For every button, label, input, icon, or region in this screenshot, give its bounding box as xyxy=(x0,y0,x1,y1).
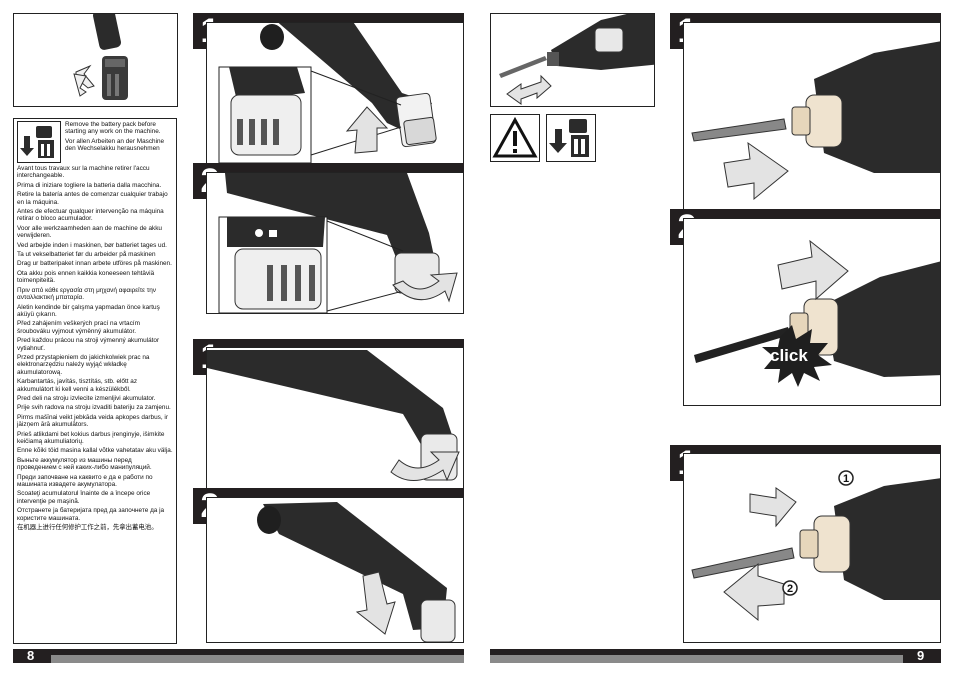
step-bar xyxy=(193,339,464,348)
tool-head-illustration xyxy=(791,41,940,173)
lock-icon xyxy=(269,230,277,237)
warning-line-no: Ta ut vekselbatteriet før du arbeider på… xyxy=(17,251,156,259)
arrow-badge-label: 1 xyxy=(843,473,849,485)
battery-detail-inset xyxy=(218,66,402,163)
tool-head-illustration xyxy=(799,478,940,600)
battery-warning-panel: Remove the battery pack before starting … xyxy=(13,118,177,644)
warning-line-lv: Pirms mašīnai veikt jebkāda veida apkope… xyxy=(17,413,168,429)
click-label: click xyxy=(770,346,808,365)
warning-line-nl: Voor alle werkzaamheden aan de machine d… xyxy=(17,224,162,240)
down-arrow-icon xyxy=(355,571,396,635)
step-bar xyxy=(193,163,464,172)
warning-triangle-icon xyxy=(490,114,540,162)
step-bar xyxy=(670,13,941,22)
left-arrow-icon xyxy=(749,487,797,528)
right-footer-strip xyxy=(490,649,903,655)
warning-line-lt: Prieš atlikdami bet kokius darbus įrengi… xyxy=(17,430,165,445)
warning-line-en: Remove the battery pack before starting … xyxy=(65,121,161,136)
warning-line-el: Πριν από κάθε εργασία στη μηχανή αφαιρεί… xyxy=(17,286,156,302)
right-arrow-icon xyxy=(723,141,789,201)
warning-line-cs: Před zahájením veškerých prací na vrtací… xyxy=(17,320,140,335)
warning-line-tr: Aletin kendinde bir çalışma yapmadan önc… xyxy=(17,303,160,318)
arrow-badge-label: 2 xyxy=(787,583,793,595)
battery-removal-drawing xyxy=(73,14,128,100)
warning-line-et: Enne kõiki töid masina kallal võtke vahe… xyxy=(17,447,173,455)
tool-head-illustration xyxy=(789,261,940,377)
warning-line-mk: Отстранете ја батеријата пред да започне… xyxy=(17,507,165,522)
step-illustration-battery-release xyxy=(206,22,464,164)
step-illustration-battery-rotate xyxy=(206,172,464,314)
step-illustration-bit-insert xyxy=(683,22,941,210)
warning-line-hr: Prije svih radova na stroju izvaditi bat… xyxy=(17,404,171,412)
lock-detail-inset xyxy=(218,216,404,313)
warning-line-it: Prima di iniziare togliere la batteria d… xyxy=(17,181,162,189)
step-illustration-bit-remove: 1 2 xyxy=(683,453,941,643)
battery-removal-illustration xyxy=(13,13,178,107)
warning-line-fr: Avant tous travaux sur la machine retire… xyxy=(17,165,150,180)
left-arrow-icon xyxy=(723,562,785,622)
page-number-right: 9 xyxy=(917,648,925,663)
rotate-arrow-icon xyxy=(392,272,458,303)
warning-line-hu: Karbantartás, javítás, tisztítás, stb. e… xyxy=(17,378,138,393)
left-footer-strip xyxy=(51,649,464,655)
warning-line-pl: Przed przystąpieniem do jakichkolwiek pr… xyxy=(17,353,150,376)
step-illustration-bit-click: click xyxy=(683,218,941,406)
step-bar xyxy=(670,445,941,454)
tool-body-illustration xyxy=(207,350,458,481)
warning-line-ru: Выньте аккумулятор из машины перед прове… xyxy=(17,456,152,472)
click-burst: click xyxy=(762,325,832,387)
tool-body-illustration xyxy=(260,23,437,148)
warning-line-zh: 在机器上进行任何修护工作之前，先拿出蓄电池。 xyxy=(17,524,158,532)
tool-body-illustration xyxy=(257,502,456,642)
warning-line-ro: Scoateţi acumulatorul înainte de a încep… xyxy=(17,490,151,505)
warning-line-es: Retire la batería antes de comenzar cual… xyxy=(17,191,168,206)
page-number-left: 8 xyxy=(27,648,35,663)
up-arrow-icon xyxy=(345,106,389,154)
warning-line-sv: Drag ur batteripaket innan arbete utföre… xyxy=(17,260,172,268)
step-illustration-battery-insert xyxy=(206,497,464,643)
unlock-icon xyxy=(255,229,263,237)
tool-head-illustration xyxy=(547,14,654,70)
rotate-arrow-icon xyxy=(390,451,460,482)
warning-line-sk: Pred každou prácou na stroji výmenný aku… xyxy=(17,337,160,352)
right-footer-bar xyxy=(903,649,941,663)
warning-line-bg: Преди започване на каквито е да е работи… xyxy=(17,473,153,489)
step-illustration-battery-lock xyxy=(206,347,464,489)
step-bar xyxy=(193,13,464,22)
arrow-badge xyxy=(838,470,854,486)
bit-change-overview-illustration xyxy=(490,13,655,107)
step-bar xyxy=(193,488,464,497)
left-footer-bar xyxy=(13,649,51,663)
right-arrow-icon xyxy=(777,239,849,301)
screwdriver-bit-icon xyxy=(691,118,787,142)
screwdriver-bit-icon xyxy=(691,547,795,579)
warning-header: Remove the battery pack before starting … xyxy=(17,121,173,163)
warning-line-pt: Antes de efectuar qualquer intervenção n… xyxy=(17,208,164,223)
left-footer-gray xyxy=(51,655,464,663)
warning-line-fi: Ota akku pois ennen kaikkia koneeseen te… xyxy=(17,269,155,285)
warning-line-da: Ved arbejde inden i maskinen, bør batter… xyxy=(17,241,167,249)
step-bar xyxy=(670,209,941,218)
warning-line-de: Vor allen Arbeiten an der Maschine den W… xyxy=(65,137,165,153)
arrow-badge xyxy=(782,580,798,596)
right-footer-gray xyxy=(490,655,903,663)
warning-line-sl: Pred deli na stroju izvlecite izmenljivi… xyxy=(17,394,156,402)
battery-remove-icon xyxy=(17,121,61,163)
battery-remove-icon xyxy=(546,114,596,162)
double-arrow-icon xyxy=(506,74,552,105)
screwdriver-bit-icon xyxy=(694,327,790,363)
screwdriver-bit-icon xyxy=(499,56,547,78)
